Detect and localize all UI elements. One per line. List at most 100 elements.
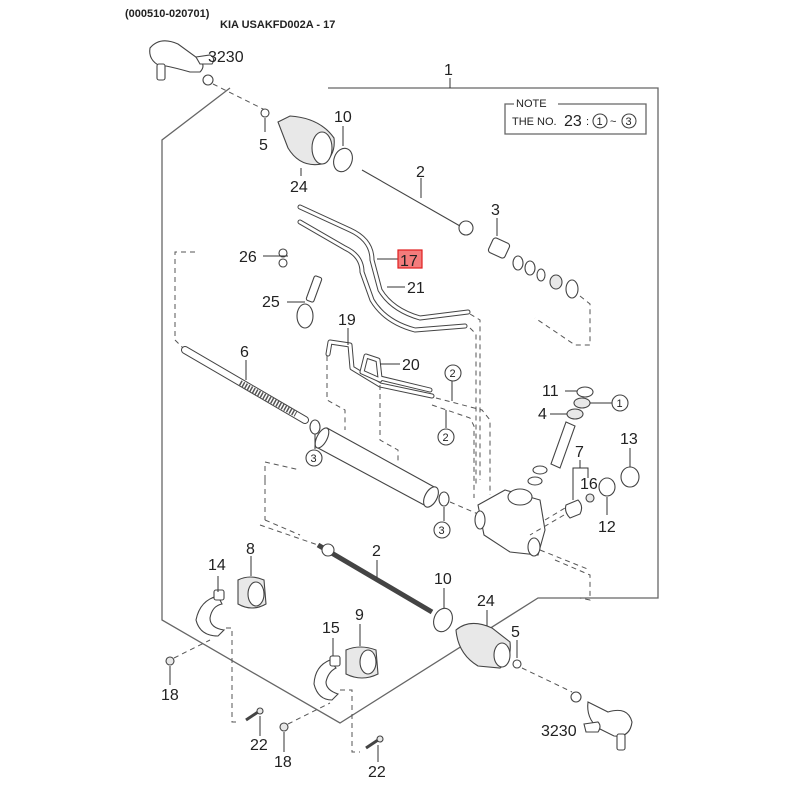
inner-tie-rod-2-top[interactable] [361,169,461,227]
ring-a [512,255,524,271]
seal-left[interactable] [309,419,321,435]
callout-14[interactable]: 14 [208,557,226,574]
bushing-9[interactable] [345,646,379,679]
callout-20[interactable]: 20 [402,357,420,374]
nut-18-mid[interactable] [279,722,289,732]
hand-pointer-icon-bottom [583,721,601,733]
ring-b [524,260,536,276]
circled-ref-3b[interactable] [433,521,451,539]
callout-10-bottom[interactable]: 10 [434,571,452,588]
bolt-22-left[interactable] [245,707,264,722]
note-range-start: 1 [597,116,603,128]
washer-1[interactable] [573,397,591,409]
inner-tie-rod-2-bottom[interactable] [316,542,434,615]
circled-ref-2a[interactable] [444,364,462,382]
callout-21[interactable]: 21 [407,280,425,297]
callout-7[interactable]: 7 [575,444,584,461]
note-separator: : [586,116,589,128]
clamp-25[interactable] [296,275,323,329]
ref-3230-top[interactable]: 3230 [208,49,244,66]
seal-right[interactable] [438,491,450,507]
yoke-7[interactable] [564,499,583,519]
svg-text:2: 2 [443,432,449,444]
bearing-4[interactable] [566,408,584,420]
clip-26[interactable] [278,248,288,268]
callout-17-highlight[interactable] [397,249,423,269]
callout-24-bottom[interactable]: 24 [477,593,495,610]
svg-text:1: 1 [617,398,623,410]
nut-top[interactable] [202,74,214,86]
callout-6[interactable]: 6 [240,344,249,361]
bushing-3[interactable] [487,237,511,259]
assembly-frame [161,87,659,724]
nut-5-bottom[interactable] [512,659,522,669]
ring-e [565,279,579,299]
callout-8[interactable]: 8 [246,541,255,558]
boot-24-top[interactable] [277,115,335,166]
callout-16[interactable]: 16 [580,476,598,493]
pinion-shaft[interactable] [527,421,576,486]
catalog-code: (000510-020701) [125,8,210,20]
rack-6[interactable] [181,346,309,424]
note-text-prefix: THE NO. [512,116,557,128]
callout-3-top[interactable]: 3 [491,202,500,219]
nut-bottom[interactable] [570,691,582,703]
callout-4[interactable]: 4 [538,406,547,423]
hand-pointer-icon [195,54,215,65]
note-range-sep: ~ [610,116,616,128]
ring-10-bottom[interactable] [430,606,455,635]
note-box: NOTE THE NO. 23 : 1 ~ 3 [504,98,647,135]
ring-d [549,274,563,290]
tie-rod-end-top[interactable] [149,40,204,81]
plug-12[interactable] [598,477,616,497]
circled-ref-1[interactable] [611,394,629,412]
pipe-20[interactable] [359,353,433,393]
callout-22-left[interactable]: 22 [250,737,268,754]
bracket-14[interactable] [195,589,226,637]
gear-housing[interactable] [474,488,546,557]
callout-5-top[interactable]: 5 [259,137,268,154]
callout-9[interactable]: 9 [355,607,364,624]
return-tube-21[interactable] [297,219,468,333]
callout-12[interactable]: 12 [598,519,616,536]
nut-18-left[interactable] [165,656,175,666]
callout-1[interactable]: 1 [444,62,453,79]
circled-ref-3a[interactable] [305,449,323,467]
pipe-19[interactable] [325,339,435,399]
callout-26[interactable]: 26 [239,249,257,266]
callout-5-bottom[interactable]: 5 [511,624,520,641]
callout-18-left[interactable]: 18 [161,687,179,704]
cylinder-tube[interactable] [312,426,441,510]
boot-24-bottom[interactable] [455,622,511,669]
ring-11[interactable] [576,386,594,398]
callout-10-top[interactable]: 10 [334,109,352,126]
nut-16[interactable] [585,493,595,503]
callout-13[interactable]: 13 [620,431,638,448]
callout-18-mid[interactable]: 18 [274,754,292,771]
svg-text:3: 3 [439,525,445,537]
callout-2-bottom[interactable]: 2 [372,543,381,560]
ring-c [536,268,546,282]
callout-25[interactable]: 25 [262,294,280,311]
bolt-22-right[interactable] [365,735,384,750]
circled-ref-2b[interactable] [437,428,455,446]
bushing-8[interactable] [237,576,267,609]
feed-tube-17[interactable] [297,204,471,321]
callout-17[interactable]: 17 [400,253,418,270]
svg-text:2: 2 [450,368,456,380]
callout-15[interactable]: 15 [322,620,340,637]
callout-24-top[interactable]: 24 [290,179,308,196]
svg-text:3: 3 [311,453,317,465]
locknut-13[interactable] [620,466,640,488]
ring-10-top[interactable] [330,146,355,175]
nut-5-top[interactable] [260,108,270,118]
callout-22-right[interactable]: 22 [368,764,386,781]
diagram-title: KIA USAKFD002A - 17 [220,19,336,31]
callout-2-top[interactable]: 2 [416,164,425,181]
note-part-number: 23 [564,113,582,130]
callout-19[interactable]: 19 [338,312,356,329]
callout-11[interactable]: 11 [542,383,559,400]
bracket-15[interactable] [313,655,341,701]
ref-3230-bottom[interactable]: 3230 [541,723,577,740]
